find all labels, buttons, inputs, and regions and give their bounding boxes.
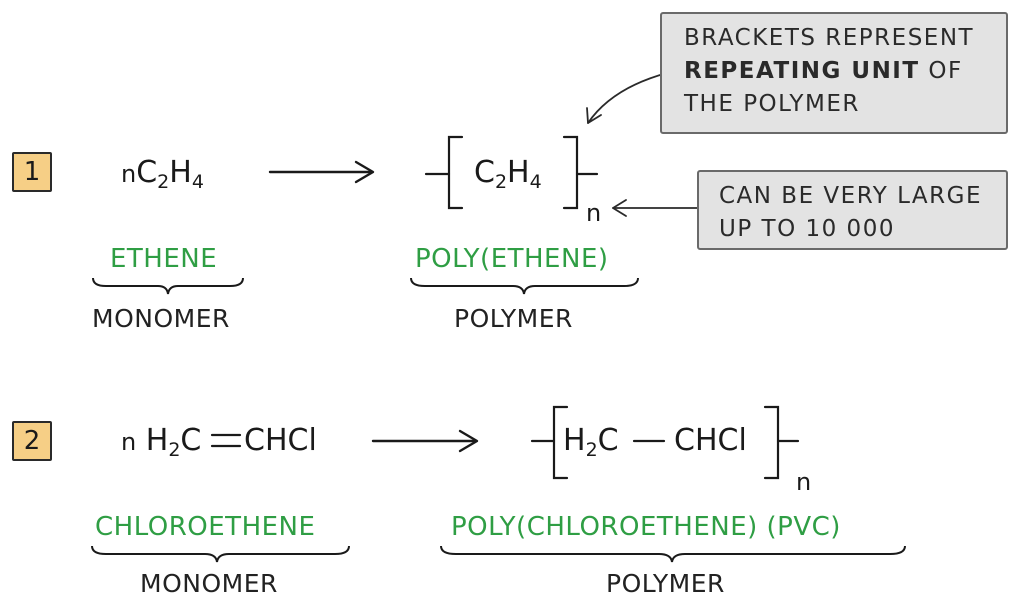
polymer-label-1: POLYMER <box>454 304 573 333</box>
reaction-number-1: 1 <box>12 152 52 192</box>
chloroethene-formula-right: CHCl <box>244 423 317 458</box>
double-bond <box>210 433 242 448</box>
reaction-arrow-1 <box>268 160 375 184</box>
pvc-repeat-unit-right: CHCl <box>674 423 747 458</box>
callout-brackets-repeating-unit: BRACKETS REPRESENT REPEATING UNIT OF THE… <box>660 12 1008 134</box>
chloroethene-formula-left: n H2C <box>121 423 202 461</box>
brace-chloroethene <box>91 545 350 563</box>
repeat-unit-brackets-2 <box>530 405 800 480</box>
brace-pvc <box>440 545 906 563</box>
callout-arrow-n <box>612 199 709 217</box>
brace-polyethene <box>410 277 639 295</box>
polyethene-repeat-unit: C2H4 <box>474 155 542 193</box>
monomer-label-1: MONOMER <box>92 304 230 333</box>
monomer-label-2: MONOMER <box>140 569 278 598</box>
chloroethene-label: CHLOROETHENE <box>95 512 316 542</box>
polymer-label-2: POLYMER <box>606 569 725 598</box>
polyethene-label: POLY(ETHENE) <box>415 244 609 274</box>
pvc-label: POLY(CHLOROETHENE) (PVC) <box>451 512 841 542</box>
repeat-count-n-1: n <box>586 199 602 227</box>
ethene-label: ETHENE <box>110 244 218 274</box>
repeat-count-n-2: n <box>796 468 812 496</box>
pvc-repeat-unit-left: H2C <box>563 423 619 461</box>
callout-arrow-brackets <box>586 69 671 124</box>
callout-n-large: CAN BE VERY LARGE UP TO 10 000 <box>697 170 1008 250</box>
repeat-unit-brackets-1 <box>424 135 599 210</box>
ethene-formula: nC2H4 <box>121 155 204 193</box>
reaction-arrow-2 <box>371 429 479 453</box>
reaction-number-2: 2 <box>12 421 52 461</box>
brace-ethene <box>92 277 244 295</box>
